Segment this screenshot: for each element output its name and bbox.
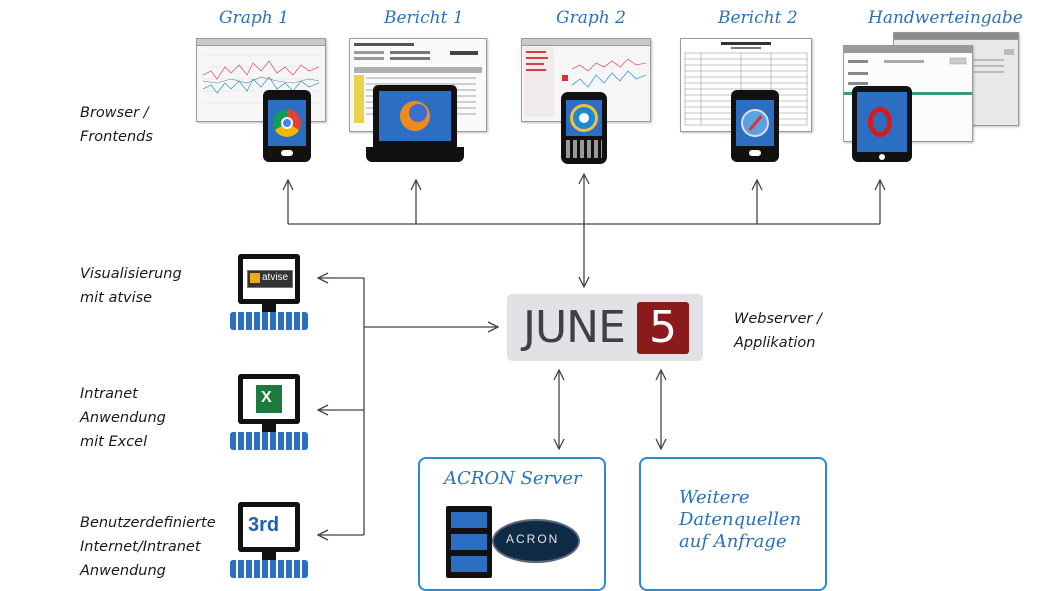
acron-logo-text: ACRON bbox=[506, 532, 560, 546]
webserver-label-line1: Webserver / bbox=[734, 311, 822, 327]
monitor-stand bbox=[262, 552, 276, 560]
third-party-label: 3rd bbox=[248, 514, 280, 536]
acron-server-box: ACRON Server ACRON bbox=[418, 457, 606, 591]
keyboard-phone-icon bbox=[561, 92, 607, 164]
benutzerdefiniert-label: Benutzerdefinierte Internet/Intranet Anw… bbox=[80, 511, 216, 583]
laptop-icon bbox=[373, 85, 457, 147]
keyboard bbox=[566, 140, 602, 158]
safari-icon bbox=[741, 109, 769, 137]
graph2-title: Graph 2 bbox=[556, 8, 626, 28]
laptop-base bbox=[366, 147, 464, 162]
acron-logo: ACRON bbox=[492, 519, 580, 563]
benutzerdefiniert-label-line3: Anwendung bbox=[80, 563, 166, 579]
webserver-label-line2: Applikation bbox=[734, 335, 816, 351]
keyboard-icon bbox=[230, 312, 308, 330]
bericht2-screenshot bbox=[680, 38, 812, 132]
keyboard-icon bbox=[230, 432, 308, 450]
datasources-text: Weitere Datenquellen auf Anfrage bbox=[679, 487, 801, 553]
benutzerdefiniert-label-line1: Benutzerdefinierte bbox=[80, 515, 216, 531]
intranet-label-line2: Anwendung bbox=[80, 410, 166, 426]
server-rack-icon bbox=[446, 506, 492, 578]
browser-label-line2: Frontends bbox=[80, 129, 153, 145]
smartphone-safari-icon bbox=[731, 90, 779, 162]
intranet-label: Intranet Anwendung mit Excel bbox=[80, 382, 166, 454]
webserver-label: Webserver / Applikation bbox=[734, 307, 822, 355]
monitor-excel-icon: X bbox=[238, 374, 300, 424]
visualisierung-label-line1: Visualisierung bbox=[80, 266, 182, 282]
datasources-line3: auf Anfrage bbox=[679, 531, 787, 552]
datasources-line2: Datenquellen bbox=[679, 509, 802, 530]
bericht1-title: Bericht 1 bbox=[384, 8, 464, 28]
june5-word: JUNE bbox=[523, 302, 626, 353]
internet-explorer-icon bbox=[570, 104, 598, 132]
visualisierung-label-line2: mit atvise bbox=[80, 290, 153, 306]
visualisierung-label: Visualisierung mit atvise bbox=[80, 262, 182, 310]
atvise-logo-text: atvise bbox=[262, 272, 289, 283]
june5-logo: JUNE 5 bbox=[507, 294, 703, 361]
june5-number-box: 5 bbox=[637, 302, 689, 354]
chrome-icon bbox=[273, 109, 301, 137]
monitor-stand bbox=[262, 304, 276, 312]
excel-icon: X bbox=[256, 385, 282, 413]
smartphone-icon bbox=[263, 90, 311, 162]
monitor-stand bbox=[262, 424, 276, 432]
monitor-atvise-icon: atvise bbox=[238, 254, 300, 304]
intranet-label-line3: mit Excel bbox=[80, 434, 148, 450]
browser-label: Browser / Frontends bbox=[80, 101, 153, 149]
browser-label-line1: Browser / bbox=[80, 105, 149, 121]
benutzerdefiniert-label-line2: Internet/Intranet bbox=[80, 539, 201, 555]
intranet-label-line1: Intranet bbox=[80, 386, 138, 402]
june5-number: 5 bbox=[649, 302, 677, 353]
firefox-icon bbox=[400, 101, 430, 131]
excel-icon-letter: X bbox=[261, 389, 272, 406]
handwerteingabe-title: Handwerteingabe bbox=[868, 8, 1023, 28]
datasources-line1: Weitere bbox=[679, 487, 750, 508]
tablet-icon bbox=[852, 86, 912, 162]
bericht2-title: Bericht 2 bbox=[718, 8, 798, 28]
datasources-box: Weitere Datenquellen auf Anfrage bbox=[639, 457, 827, 591]
graph1-title: Graph 1 bbox=[219, 8, 289, 28]
acron-server-title: ACRON Server bbox=[444, 468, 582, 489]
monitor-3rd-icon: 3rd bbox=[238, 502, 300, 552]
atvise-logo: atvise bbox=[247, 270, 293, 288]
keyboard-icon bbox=[230, 560, 308, 578]
opera-icon bbox=[868, 107, 892, 137]
